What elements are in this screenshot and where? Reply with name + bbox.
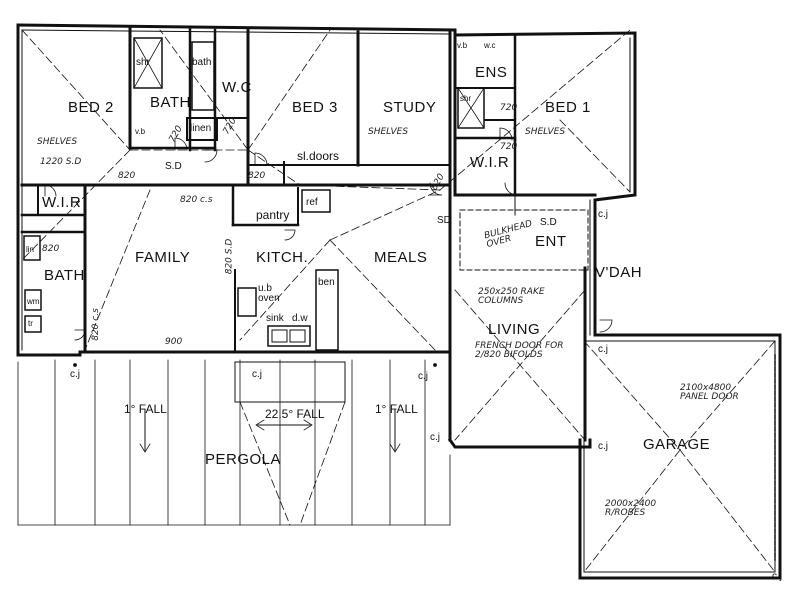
fall-label-left: 1° FALL xyxy=(124,402,167,416)
sink xyxy=(267,325,311,347)
dishwasher-label: d.w xyxy=(292,313,308,324)
smoke-detector-3: S.D xyxy=(540,217,557,228)
linen-2-label: lin xyxy=(26,245,35,254)
linen-label: linen xyxy=(190,123,212,134)
washing-machine-label: wm xyxy=(27,297,40,306)
control-joint-5: c.j xyxy=(598,209,608,220)
room-wc: W.C xyxy=(222,79,252,96)
room-bed-1: BED 1 xyxy=(545,99,591,116)
ref-label: ref xyxy=(306,197,318,208)
room-wir-1: W.I.R xyxy=(470,154,510,171)
oven-label: u.b oven xyxy=(258,283,280,304)
control-joint-2: c.j xyxy=(252,369,262,380)
roof-lines xyxy=(21,29,776,573)
bench xyxy=(315,269,339,351)
linen-cupboard xyxy=(186,117,218,141)
bifolds-note: FRENCH DOOR FOR 2/820 BIFOLDS xyxy=(475,341,564,360)
shower-ens-label: shr xyxy=(460,94,472,103)
toilet-ens-label: w.c xyxy=(484,41,496,50)
vanity-basin-label: v.b xyxy=(135,127,146,136)
control-joint-3: c.j xyxy=(418,371,428,382)
room-bed-2: BED 2 xyxy=(68,99,114,116)
shelves-note-1: SHELVES xyxy=(37,137,78,147)
smoke-detector-1: S.D xyxy=(165,161,182,172)
outer-wall-left xyxy=(16,23,82,357)
room-bath-2: BATH xyxy=(44,267,85,284)
control-joint-7: c.j xyxy=(598,441,608,452)
control-joint-6: c.j xyxy=(598,344,608,355)
room-entry: ENT xyxy=(535,233,567,250)
vanity-basin-ens-label: v.b xyxy=(457,41,468,50)
room-meals: MEALS xyxy=(374,249,428,266)
dim-820-cs: 820 c.s xyxy=(180,195,213,205)
fall-label-center: 22.5° FALL xyxy=(265,407,325,421)
dim-820-sd: 820 S.D xyxy=(224,238,235,275)
room-pergola: PERGOLA xyxy=(205,451,282,468)
trough-label: tr xyxy=(28,319,33,328)
room-bed-3: BED 3 xyxy=(292,99,338,116)
bath-tub-label: bath xyxy=(192,57,212,68)
dim-720-d: 720 xyxy=(500,142,518,152)
dim-1220: 1220 S.D xyxy=(40,157,82,167)
control-joint-4: c.j xyxy=(430,432,440,443)
door-swings xyxy=(44,127,613,341)
dim-900: 900 xyxy=(165,337,183,347)
living-wall xyxy=(447,437,592,449)
room-ensuite: ENS xyxy=(475,64,508,81)
room-kitchen: KITCH. xyxy=(256,249,309,266)
oven xyxy=(237,287,257,317)
control-joint-8: c.j xyxy=(772,571,782,582)
shelves-note-3: SHELVES xyxy=(525,127,566,137)
garage-wall xyxy=(578,333,782,580)
pergola-structure xyxy=(17,359,451,526)
bench-label: ben xyxy=(318,277,335,288)
room-verandah: V'DAH xyxy=(595,264,643,281)
fall-label-right: 1° FALL xyxy=(375,402,418,416)
control-joint-1: c.j xyxy=(70,369,80,380)
shower-1 xyxy=(133,37,163,89)
linen-2 xyxy=(23,235,41,261)
room-garage: GARAGE xyxy=(643,436,711,453)
robes-note: 2000x2400 R/ROBES xyxy=(605,499,657,518)
smoke-detector-2: SD xyxy=(437,215,451,226)
room-study: STUDY xyxy=(383,99,437,116)
pantry-label: pantry xyxy=(256,208,290,222)
dim-820-b: 820 xyxy=(248,171,266,181)
panel-door-note: 2100x4800 PANEL DOOR xyxy=(680,383,739,402)
room-family: FAMILY xyxy=(135,249,191,266)
washing-machine xyxy=(24,289,42,311)
sliding-doors-label: sl.doors xyxy=(297,149,340,163)
trough xyxy=(24,315,42,333)
column-note: 250x250 RAKE COLUMNS xyxy=(478,287,545,306)
dim-820-a: 820 xyxy=(118,171,136,181)
bulkhead-outline xyxy=(459,209,589,271)
sink-label: sink xyxy=(266,313,284,324)
room-living: LIVING xyxy=(488,321,541,338)
shower-label: shr xyxy=(136,57,150,68)
dim-820-cs-2: 820 c.s xyxy=(90,308,101,341)
dim-720-c: 720 xyxy=(500,103,518,113)
fridge-space xyxy=(301,189,331,213)
dim-820-c: 820 xyxy=(42,244,60,254)
room-wir-2: W.I.R xyxy=(42,194,82,211)
room-bath: BATH xyxy=(150,94,191,111)
shelves-note-2: SHELVES xyxy=(368,127,409,137)
